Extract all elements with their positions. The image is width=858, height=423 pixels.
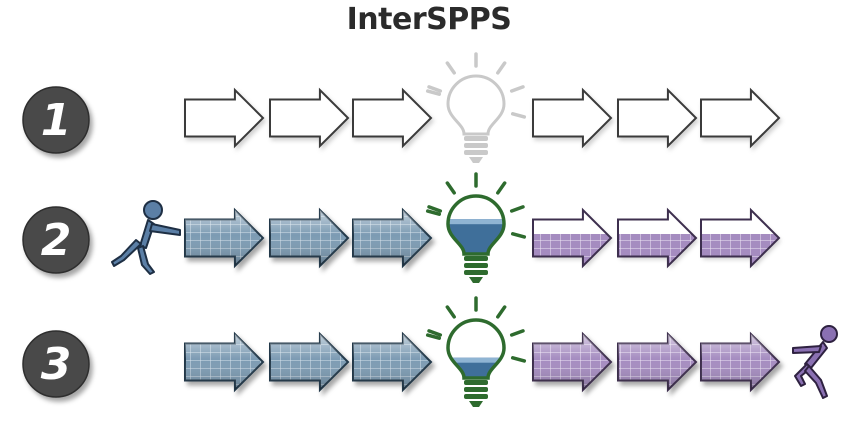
number-badge-icon: 2 — [22, 206, 90, 274]
arrow-icon — [352, 207, 433, 269]
page-title: InterSPPS — [346, 2, 512, 37]
arrow-icon — [269, 207, 350, 269]
process-row-3: 3 — [22, 296, 838, 407]
arrow-icon — [617, 207, 698, 269]
arrow-icon — [700, 87, 781, 149]
arrow-icon — [617, 87, 698, 149]
arrow-icon — [617, 331, 698, 393]
number-badge-icon: 1 — [22, 86, 90, 154]
lightbulb-icon — [425, 296, 527, 407]
person-pushing-icon — [111, 200, 181, 275]
process-row-2: 2 — [22, 172, 781, 283]
arrow-icon — [700, 331, 781, 393]
row-number-label: 1 — [41, 95, 72, 146]
lightbulb-icon — [425, 52, 527, 163]
process-row-1: 1 — [22, 52, 781, 163]
arrow-icon — [700, 207, 781, 269]
arrow-icon — [532, 331, 613, 393]
arrow-icon — [269, 87, 350, 149]
arrow-icon — [184, 331, 265, 393]
number-badge-icon: 3 — [22, 330, 90, 398]
arrow-icon — [352, 87, 433, 149]
lightbulb-icon — [425, 172, 527, 283]
arrow-icon — [184, 207, 265, 269]
arrow-icon — [269, 331, 350, 393]
arrow-icon — [184, 87, 265, 149]
arrow-icon — [532, 87, 613, 149]
person-running-icon — [792, 325, 838, 399]
arrow-icon — [352, 331, 433, 393]
row-number-label: 2 — [41, 215, 72, 266]
arrow-icon — [532, 207, 613, 269]
row-number-label: 3 — [41, 339, 72, 390]
